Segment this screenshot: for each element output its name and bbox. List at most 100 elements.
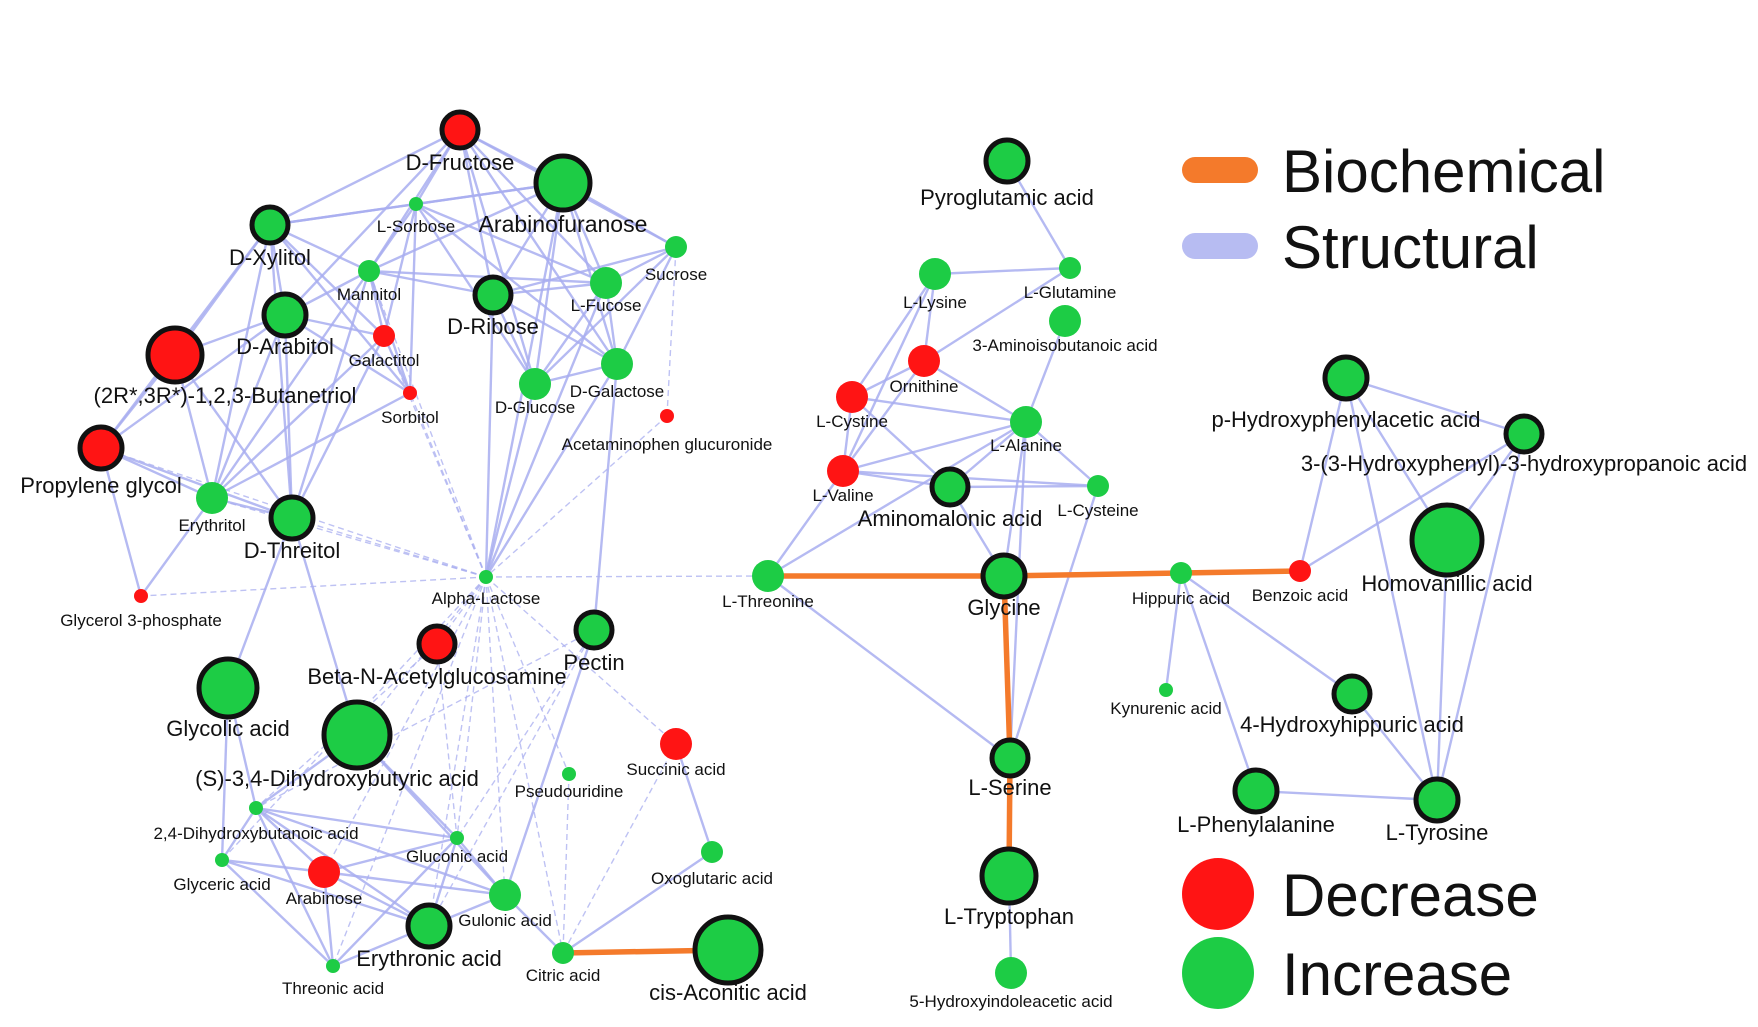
structural-edge-fructose-galactose — [459, 129, 618, 365]
node-sorbose — [409, 197, 423, 211]
node-phenylalanine — [1232, 767, 1280, 815]
node-fucose — [590, 267, 622, 299]
structural-edge-cystine-aminomalonic — [851, 396, 951, 488]
structural-edge-xylitol-erythritol — [210, 224, 272, 499]
structural-edge-hydroxyphenylacetic-tyrosine — [1344, 377, 1439, 801]
node-label-arabitol: D-Arabitol — [236, 334, 334, 359]
structural-edge-arabinofuranose-glucose — [533, 182, 565, 385]
structural-edge-propylene-threitol — [100, 446, 293, 520]
node-label-arabinofuranose: Arabinofuranose — [479, 211, 648, 237]
structural-edge-dihydroxybutanoic-threonic — [254, 807, 335, 967]
node-hippuric — [1170, 562, 1192, 584]
structural-edge-lysine-glutamine — [934, 266, 1071, 276]
node-label-aconitic: cis-Aconitic acid — [649, 980, 807, 1005]
node-label-aminomalonic: Aminomalonic acid — [858, 506, 1043, 531]
node-label-tyrosine: L-Tyrosine — [1386, 820, 1489, 845]
node-gulonic — [489, 879, 521, 911]
legend-increase-label: Increase — [1282, 941, 1512, 1008]
node-xylitol — [249, 204, 291, 246]
structural-edge-dihydroxybutanoic-gulonic — [255, 806, 506, 897]
node-aminoisobutanoic — [1049, 305, 1081, 337]
node-label-propylene: Propylene glycol — [20, 473, 181, 498]
node-alanine — [1010, 406, 1042, 438]
node-citric — [552, 942, 574, 964]
node-pectin — [573, 609, 615, 651]
node-valine — [827, 455, 859, 487]
dashed-edge-lactose-erythronic — [428, 576, 487, 927]
structural-edge-arabinofuranose-mannitol — [368, 181, 564, 273]
node-label-kynurenic: Kynurenic acid — [1110, 699, 1222, 718]
dashed-edge-lactose-erythritol — [211, 497, 487, 578]
node-label-homovanillic: Homovanillic acid — [1361, 571, 1532, 596]
structural-edge-dihydroxybutyric-gulonic — [356, 734, 506, 896]
node-glucose — [519, 368, 551, 400]
node-label-gluconic: Gluconic acid — [406, 847, 508, 866]
node-threitol — [268, 494, 316, 542]
dashed-edge-lactose-acetylglucosamine — [436, 576, 487, 645]
dashed-edge-acetaminophen-lactose — [485, 415, 668, 578]
structural-edge-lysine-cystine — [851, 273, 936, 398]
structural-edge-propylene-glycerol3p — [99, 447, 143, 597]
structural-edge-succinic-oxoglutaric — [674, 743, 714, 853]
structural-edge-arabinofuranose-galactose — [561, 182, 619, 365]
node-glutamine — [1059, 257, 1081, 279]
node-label-hydroxyindoleacetic: 5-Hydroxyindoleacetic acid — [909, 992, 1112, 1011]
node-sorbitol — [403, 386, 417, 400]
node-hydroxyindoleacetic — [995, 957, 1027, 989]
node-propylene — [77, 424, 125, 472]
node-label-fructose: D-Fructose — [406, 150, 515, 175]
dashed-edge-lactose-succinic — [485, 576, 677, 745]
structural-edge-hippuric-phenylalanine — [1179, 572, 1258, 792]
dashed-edge-acetaminophen-sucrose — [666, 246, 677, 417]
node-label-glucose: D-Glucose — [495, 398, 575, 417]
structural-edge-fructose-xylitol — [269, 128, 461, 227]
structural-edge-glyceric-threonic — [221, 859, 334, 967]
structural-edge-erythritol-glycerol3p — [140, 497, 213, 597]
node-glycine — [980, 552, 1028, 600]
node-label-pseudouridine: Pseudouridine — [515, 782, 624, 801]
node-label-ribose: D-Ribose — [447, 314, 539, 339]
dashed-edge-lactose-gluconic — [456, 576, 487, 839]
node-threonic — [326, 959, 340, 973]
structural-edge-arabitol-sorbitol — [284, 313, 411, 395]
legend: Biochemical Structural Decrease Increase — [1182, 138, 1605, 1009]
node-label-acetaminophen: Acetaminophen glucuronide — [562, 435, 773, 454]
node-arabinose — [308, 856, 340, 888]
node-label-threitol: D-Threitol — [244, 538, 341, 563]
structural-edge-galactitol-threitol — [290, 335, 386, 519]
node-lysine — [919, 258, 951, 290]
node-acetylglucosamine — [416, 623, 458, 665]
structural-edge-fructose-ribose — [458, 129, 495, 296]
node-label-glycolic: Glycolic acid — [166, 716, 289, 741]
node-label-lysine: L-Lysine — [903, 293, 967, 312]
node-hydroxyphenylacetic — [1322, 354, 1370, 402]
node-gluconic — [450, 831, 464, 845]
structural-edge-benzoic-hydroxyphenylacetic — [1298, 377, 1348, 572]
structural-edge-phenylalanine-tyrosine — [1255, 789, 1438, 802]
dashed-edge-pectin-dihydroxybutanoic — [255, 629, 595, 809]
node-lactose — [479, 570, 493, 584]
biochemical-edge-hippuric-benzoic — [1178, 568, 1303, 576]
structural-edge-xylitol-galactitol — [269, 224, 385, 337]
node-hydroxyphenylpropanoic — [1503, 413, 1545, 455]
node-label-sorbose: L-Sorbose — [377, 217, 455, 236]
structural-edge-sorbose-mannitol — [368, 203, 417, 272]
node-label-erythronic: Erythronic acid — [356, 946, 502, 971]
node-label-hydroxyphenylacetic: p-Hydroxyphenylacetic acid — [1211, 407, 1480, 432]
structural-edge-alanine-glycine — [1002, 421, 1028, 577]
dashed-edge-lactose-galactitol — [383, 335, 487, 578]
dashed-edge-lactose-pseudouridine — [485, 576, 570, 775]
node-label-pectin: Pectin — [563, 650, 624, 675]
node-label-butanetriol: (2R*,3R*)-1,2,3-Butanetriol — [94, 383, 357, 408]
structural-edge-fucose-glucose — [534, 282, 607, 385]
node-kynurenic — [1159, 683, 1173, 697]
node-tyrosine — [1413, 776, 1461, 824]
structural-edge-erythritol-sorbitol — [211, 391, 411, 500]
node-hydroxyhippuric — [1331, 673, 1373, 715]
node-arabitol — [261, 291, 309, 339]
structural-edge-fructose-arabitol — [284, 129, 461, 316]
structural-edge-mannitol-erythritol — [211, 270, 370, 499]
structural-edge-alanine-valine — [842, 420, 1027, 473]
structural-edge-lysine-valine — [841, 273, 937, 472]
structural-edge-hydroxyphenylacetic-hydroxyphenylpropanoic — [1345, 376, 1525, 436]
